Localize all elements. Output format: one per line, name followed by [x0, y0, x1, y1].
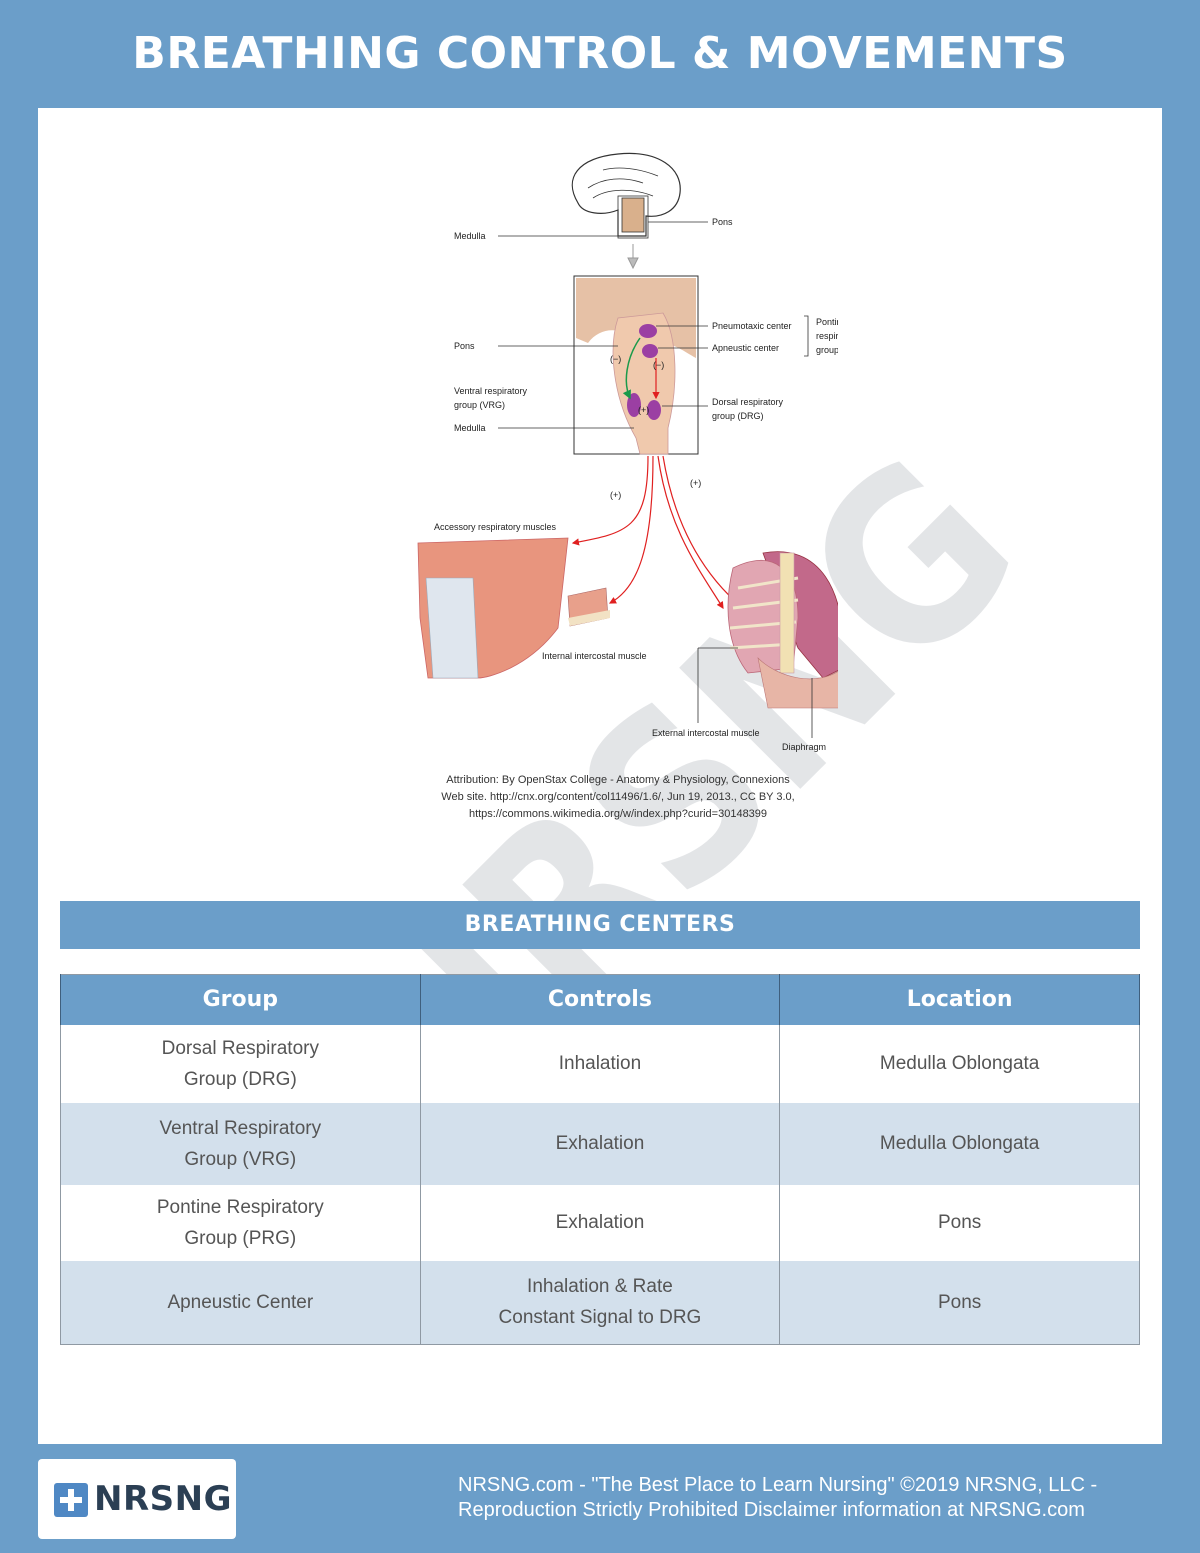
attribution-line-2: Web site. http://cnx.org/content/col1149…: [441, 791, 795, 803]
cell-controls: Inhalation: [419, 1024, 781, 1103]
attribution-line-3: https://commons.wikimedia.org/w/index.ph…: [468, 808, 768, 820]
label-prg-2: respiratory: [816, 331, 838, 341]
label-pons: Pons: [454, 341, 475, 351]
cell-location: Pons: [779, 1260, 1140, 1345]
label-vrg: Ventral respiratory: [454, 386, 528, 396]
cell-text: Inhalation & Rate: [527, 1276, 673, 1298]
cell-location: Medulla Oblongata: [779, 1024, 1140, 1103]
breathing-centers-table: Group Controls Location Dorsal Respirato…: [60, 974, 1140, 1345]
footer-line-1: NRSNG.com - "The Best Place to Learn Nur…: [458, 1474, 1098, 1496]
label-plus-1: (+): [638, 405, 649, 415]
footer-text: NRSNG.com - "The Best Place to Learn Nur…: [458, 1473, 1178, 1523]
plus-cross-icon: [54, 1483, 88, 1517]
cell-text: Exhalation: [555, 1212, 645, 1233]
label-diaphragm: Diaphragm: [782, 742, 826, 752]
cell-group: Dorsal Respiratory Group (DRG): [60, 1024, 421, 1103]
header-group: Group: [60, 974, 421, 1025]
cell-text: Group (VRG): [184, 1148, 297, 1170]
header-controls: Controls: [419, 974, 781, 1025]
table-header-row: Group Controls Location: [60, 974, 1140, 1025]
attribution: Attribution: By OpenStax College - Anato…: [288, 772, 948, 823]
label-minus-1: (−): [610, 354, 621, 364]
brain-icon: [571, 152, 681, 239]
cell-controls: Exhalation: [419, 1102, 781, 1185]
cell-controls: Exhalation: [419, 1184, 781, 1261]
footer-line-2: Reproduction Strictly Prohibited Disclai…: [458, 1499, 1085, 1521]
label-drg-1: Dorsal respiratory: [712, 397, 784, 407]
cell-group: Ventral Respiratory Group (VRG): [60, 1102, 421, 1185]
cell-group: Pontine Respiratory Group (PRG): [60, 1184, 421, 1261]
cell-text: Inhalation: [558, 1053, 642, 1074]
label-pneumotaxic: Pneumotaxic center: [712, 321, 792, 331]
cell-text: Group (DRG): [183, 1068, 297, 1090]
label-minus-2: (−): [653, 360, 664, 370]
cell-controls: Inhalation & Rate Constant Signal to DRG: [419, 1260, 781, 1345]
table-row: Apneustic Center Inhalation & Rate Const…: [60, 1260, 1140, 1345]
logo-text: NRSNG: [94, 1479, 232, 1519]
content-panel: NRSNG Medulla Pons: [38, 108, 1162, 1444]
header-location: Location: [779, 974, 1140, 1025]
label-pons-top: Pons: [712, 217, 733, 227]
label-internal: Internal intercostal muscle: [542, 651, 647, 661]
cell-text: Constant Signal to DRG: [498, 1307, 702, 1329]
page-title: BREATHING CONTROL & MOVEMENTS: [132, 28, 1068, 79]
label-apneustic: Apneustic center: [712, 343, 779, 353]
ribcage-illustration: [727, 551, 838, 709]
label-prg-1: Pontine: [816, 317, 838, 327]
cell-location: Medulla Oblongata: [779, 1102, 1140, 1185]
label-accessory: Accessory respiratory muscles: [434, 522, 557, 532]
cell-text: Ventral Respiratory: [159, 1117, 322, 1139]
attribution-line-1: Attribution: By OpenStax College - Anato…: [446, 774, 790, 786]
cell-text: Pontine Respiratory: [156, 1196, 324, 1218]
cell-text: Apneustic Center: [167, 1291, 314, 1313]
label-prg-3: group (PRG): [816, 345, 838, 355]
anatomy-figure: Medulla Pons (−) (−) (+) Pons Ventral re…: [417, 152, 838, 752]
label-medulla-top: Medulla: [454, 231, 486, 241]
table-row: Dorsal Respiratory Group (DRG) Inhalatio…: [60, 1024, 1140, 1103]
label-external: External intercostal muscle: [652, 728, 760, 738]
label-plus-2: (+): [610, 490, 621, 500]
label-vrg-2: group (VRG): [454, 400, 505, 410]
cell-text: Exhalation: [555, 1133, 645, 1154]
table-row: Pontine Respiratory Group (PRG) Exhalati…: [60, 1184, 1140, 1261]
section-title: BREATHING CENTERS: [60, 901, 1140, 949]
table-row: Ventral Respiratory Group (VRG) Exhalati…: [60, 1102, 1140, 1185]
label-plus-3: (+): [690, 478, 701, 488]
label-medulla: Medulla: [454, 423, 486, 433]
label-drg-2: group (DRG): [712, 411, 764, 421]
cell-group: Apneustic Center: [60, 1260, 421, 1345]
cell-location: Pons: [779, 1184, 1140, 1261]
accessory-muscles-illustration: [417, 537, 610, 679]
cell-text: Dorsal Respiratory: [161, 1037, 319, 1059]
cell-text: Group (PRG): [184, 1227, 297, 1249]
nrsng-logo[interactable]: NRSNG: [38, 1459, 236, 1539]
brainstem-diagram: [573, 275, 699, 455]
